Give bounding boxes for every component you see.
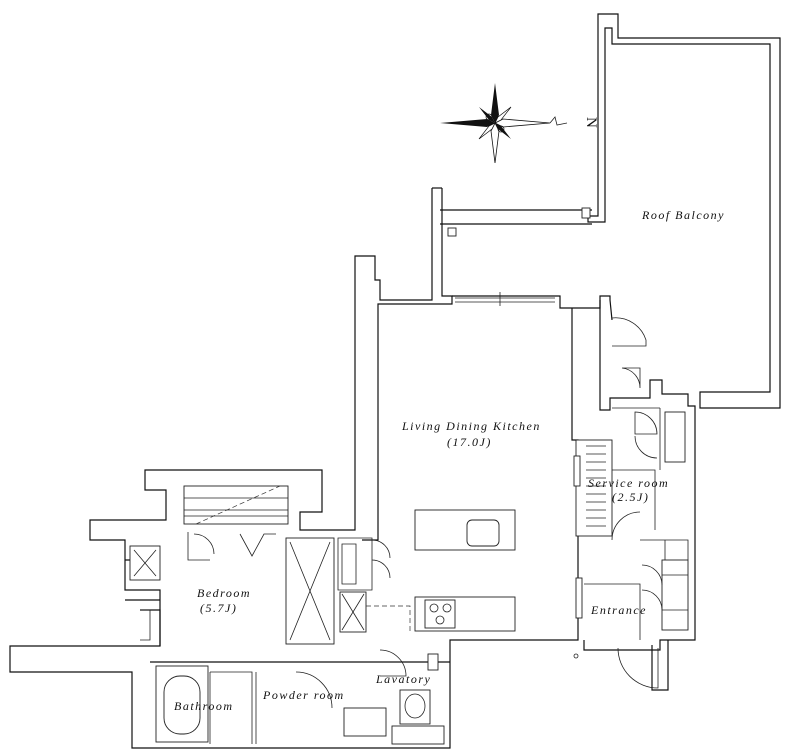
label-service-room-size: (2.5J) [612,490,649,504]
label-powder-room: Powder room [262,688,345,702]
label-bedroom: Bedroom [197,586,251,600]
ldk-top-openings [455,292,647,389]
compass-icon [440,83,568,164]
label-bathroom: Bathroom [174,699,234,713]
label-bedroom-size: (5.7J) [200,601,237,615]
label-entrance: Entrance [590,603,647,617]
label-ldk: Living Dining Kitchen [401,419,541,433]
entrance-fixtures [573,559,689,689]
closets [337,537,411,633]
service-room-fixtures [573,407,689,560]
label-ldk-size: (17.0J) [447,435,492,449]
exterior-walls [9,187,696,749]
wet-area-fixtures [150,649,450,745]
kitchen-fixtures [414,509,516,632]
bedroom-fixtures [129,485,335,645]
label-service-room: Service room [588,476,669,490]
roof-balcony-walls [440,13,781,409]
label-lavatory: Lavatory [375,672,431,686]
label-roof-balcony: Roof Balcony [641,208,725,222]
compass-north-label: N [583,117,599,128]
